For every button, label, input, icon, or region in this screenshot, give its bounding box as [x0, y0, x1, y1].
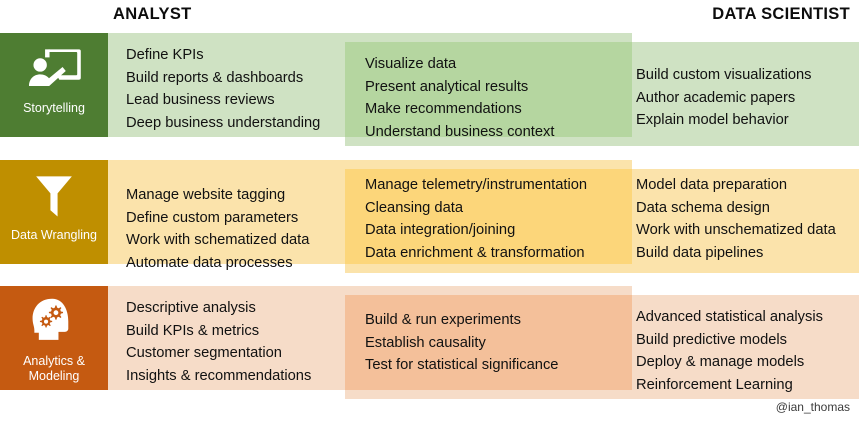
skill-item: Understand business context	[365, 123, 555, 140]
skill-item: Customer segmentation	[126, 345, 282, 362]
skill-item: Define custom parameters	[126, 209, 299, 226]
skill-item: Model data preparation	[636, 177, 788, 193]
category-tile-data-wrangling[interactable]: Data Wrangling	[0, 160, 108, 264]
category-label-analytics-modeling: Analytics & Modeling	[23, 354, 85, 384]
skill-item: Establish causality	[365, 334, 486, 351]
funnel-icon	[36, 176, 72, 217]
skill-item: Automate data processes	[126, 254, 293, 271]
skill-item: Data integration/joining	[365, 222, 516, 239]
skill-item: Test for statistical significance	[365, 357, 559, 374]
skill-item: Visualize data	[365, 56, 457, 72]
skill-item: Advanced statistical analysis	[636, 309, 823, 325]
band-shared-storytelling	[345, 42, 632, 137]
skill-item: Deploy & manage models	[636, 354, 805, 371]
head-gears-icon	[32, 298, 69, 340]
skill-item: Data schema design	[636, 199, 770, 216]
skill-item: Insights & recommendations	[126, 367, 312, 384]
skill-item: Build custom visualizations	[636, 67, 812, 83]
band-shared-analytics-modeling	[345, 295, 632, 390]
skill-item: Work with unschematized data	[636, 222, 836, 239]
presentation-person-icon	[29, 49, 81, 86]
category-label-line2: Modeling	[28, 369, 80, 383]
category-label-data-wrangling: Data Wrangling	[11, 228, 97, 242]
row-analytics-modeling: Analytics & Modeling Descriptive analysi…	[0, 286, 859, 399]
skill-item: Build & run experiments	[365, 312, 521, 328]
column-header-analyst: ANALYST	[113, 5, 192, 23]
skill-item: Manage telemetry/instrumentation	[365, 177, 588, 193]
skill-item: Build data pipelines	[636, 244, 764, 261]
skill-item: Make recommendations	[365, 101, 522, 118]
skill-item: Manage website tagging	[126, 187, 286, 203]
category-tile-storytelling[interactable]: Storytelling	[0, 33, 108, 137]
skill-item: Explain model behavior	[636, 112, 789, 129]
skill-item: Data enrichment & transformation	[365, 244, 585, 261]
category-label-storytelling: Storytelling	[23, 101, 85, 115]
skill-item: Present analytical results	[365, 78, 529, 95]
skill-item: Deep business understanding	[126, 114, 321, 131]
skill-item: Build KPIs & metrics	[126, 322, 260, 339]
skill-item: Build predictive models	[636, 331, 788, 348]
watermark-credit: @ian_thomas	[775, 400, 850, 414]
skill-item: Reinforcement Learning	[636, 376, 793, 393]
skill-item: Build reports & dashboards	[126, 69, 304, 86]
category-label-line1: Analytics &	[23, 354, 85, 368]
skill-item: Define KPIs	[126, 47, 204, 63]
band-shared-data-wrangling	[345, 169, 632, 264]
skill-item: Work with schematized data	[126, 232, 310, 249]
category-tile-analytics-modeling[interactable]: Analytics & Modeling	[0, 286, 108, 390]
skill-item: Lead business reviews	[126, 92, 275, 109]
skill-item: Descriptive analysis	[126, 300, 256, 316]
column-header-data-scientist: DATA SCIENTIST	[712, 5, 850, 23]
skill-item: Cleansing data	[365, 199, 463, 216]
skill-item: Author academic papers	[636, 89, 796, 106]
